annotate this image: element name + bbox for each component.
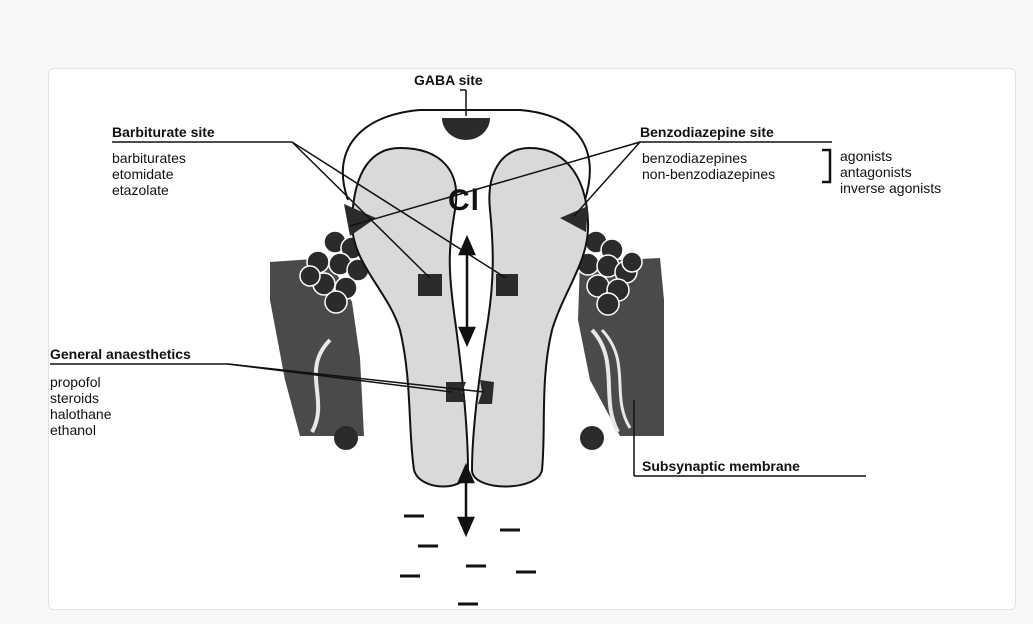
benzodiazepine-drug: benzodiazepines bbox=[642, 150, 775, 166]
general-anaesthetics-label: General anaesthetics bbox=[50, 346, 191, 362]
barbiturate-drug: etomidate bbox=[112, 166, 186, 182]
barbiturate-drug-list: barbiturates etomidate etazolate bbox=[112, 150, 186, 198]
anaesthetic-drug: propofol bbox=[50, 374, 112, 390]
lipid-head-bottom-left bbox=[334, 426, 358, 450]
subsynaptic-membrane-label: Subsynaptic membrane bbox=[642, 458, 800, 474]
benzodiazepine-action: agonists bbox=[840, 148, 941, 164]
benzodiazepine-action: inverse agonists bbox=[840, 180, 941, 196]
gaba-site-mark bbox=[442, 118, 490, 140]
subunit-right bbox=[472, 148, 588, 487]
anaesthetic-drug: ethanol bbox=[50, 422, 112, 438]
barbiturate-site-right bbox=[496, 274, 518, 296]
anaesthetic-drug: halothane bbox=[50, 406, 112, 422]
anaesthetic-drug: steroids bbox=[50, 390, 112, 406]
anaesthetic-drug-list: propofol steroids halothane ethanol bbox=[50, 374, 112, 438]
barbiturate-drug: barbiturates bbox=[112, 150, 186, 166]
benzodiazepine-drug: non-benzodiazepines bbox=[642, 166, 775, 182]
channel-arrow-lower bbox=[459, 466, 473, 534]
lipid-head-bottom-right bbox=[580, 426, 604, 450]
benzodiazepine-site-label: Benzodiazepine site bbox=[640, 124, 774, 140]
benzodiazepine-action: antagonists bbox=[840, 164, 941, 180]
chloride-ion-label: Cl bbox=[448, 184, 480, 218]
benzodiazepine-drug-list: benzodiazepines non-benzodiazepines bbox=[642, 150, 775, 182]
barbiturate-drug: etazolate bbox=[112, 182, 186, 198]
benzodiazepine-action-list: agonists antagonists inverse agonists bbox=[840, 148, 941, 196]
barbiturate-site-label: Barbiturate site bbox=[112, 124, 215, 140]
gaba-site-label: GABA site bbox=[414, 72, 483, 88]
